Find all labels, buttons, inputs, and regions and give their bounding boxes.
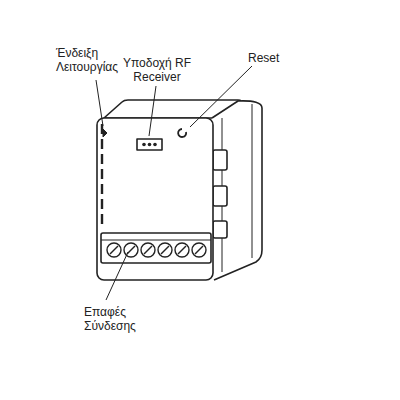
screw-slot [110,246,118,254]
screw-head [107,243,121,257]
callout-label: Reset [248,51,298,65]
led-indicator [103,129,107,137]
screw-head [192,243,206,257]
screw-head [141,243,155,257]
socket-pin [142,143,146,147]
screw-head [124,243,138,257]
leader-line [106,252,128,300]
screw-slot [178,246,186,254]
leader-line [96,80,103,126]
callout-label: Υποδοχή RF Receiver [120,56,194,84]
side-tab [213,221,227,238]
socket-pin [153,143,157,147]
front-edge [101,124,103,224]
terminal-strip-edge [101,240,211,241]
terminal-screws [107,243,206,257]
socket-pin [148,143,152,147]
screw-slot [127,246,135,254]
reset-button [178,129,186,137]
label-box: Reset [248,51,298,65]
leader-line [190,66,252,127]
housing-side [212,101,262,280]
rf-socket [137,139,162,150]
terminal-strip [101,233,211,263]
housing-front [97,118,213,280]
callout-label: Επαφές Σύνδεσης [84,305,146,333]
screw-slot [161,246,169,254]
screw-slot [144,246,152,254]
screw-slot [195,246,203,254]
side-tab [213,186,227,206]
label-box: Επαφές Σύνδεσης [84,305,146,333]
side-edge [252,104,253,258]
screw-head [175,243,189,257]
leader-line [149,86,156,136]
screw-head [158,243,172,257]
side-tab [213,150,227,170]
label-box: Υποδοχή RF Receiver [120,56,194,84]
